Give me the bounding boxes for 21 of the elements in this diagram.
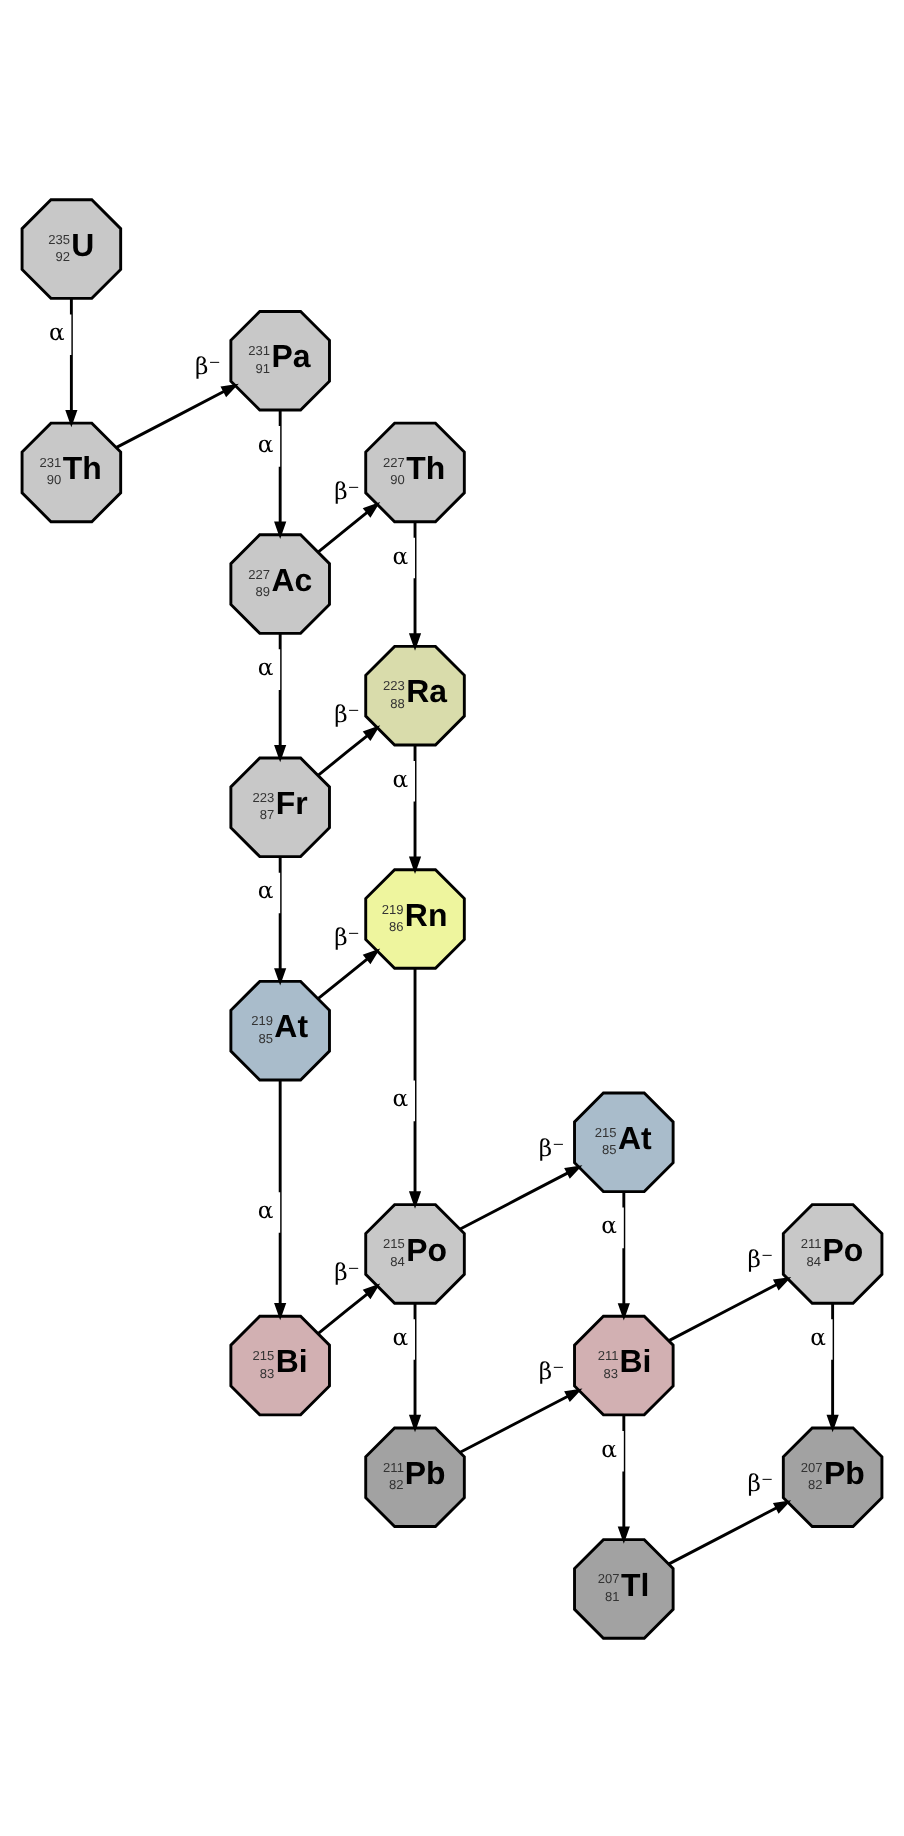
- edge-label: α: [392, 763, 409, 792]
- edge-label: α: [601, 1433, 618, 1462]
- edge-label: α: [48, 317, 65, 346]
- edge-label: α: [257, 652, 274, 681]
- edge-label: α: [257, 1195, 274, 1224]
- edge-label: α: [392, 540, 409, 569]
- edge-label: α: [601, 1210, 618, 1239]
- edge-label: β⁻: [334, 1257, 360, 1286]
- edge-label: α: [257, 428, 274, 457]
- edge-label: α: [392, 1322, 409, 1351]
- edge-label: β⁻: [538, 1356, 565, 1385]
- edge-label: α: [257, 875, 274, 904]
- edge-label: α: [810, 1322, 826, 1351]
- edge-label: β⁻: [195, 351, 221, 380]
- edge-label: β⁻: [747, 1244, 774, 1273]
- edge-label: β⁻: [538, 1132, 565, 1161]
- edge-label: β⁻: [747, 1467, 774, 1496]
- edge-label: β⁻: [334, 699, 360, 728]
- edge-label: α: [392, 1083, 409, 1112]
- edge-label: β⁻: [334, 475, 360, 504]
- edge-label: β⁻: [334, 922, 360, 951]
